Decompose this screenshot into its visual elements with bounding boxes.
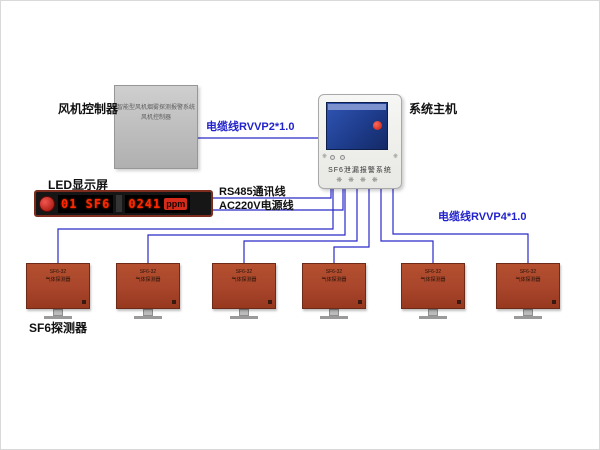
detector-name: 气体探测器 [420, 277, 446, 283]
cable-rs485 [213, 189, 332, 199]
detector-unit-3: SF6-32 气体探测器 [212, 263, 276, 319]
detector-device: SF6-32 气体探测器 [26, 263, 90, 309]
detector-base [320, 316, 348, 319]
detector-base [44, 316, 72, 319]
fan-controller-text-line2: 风机控制器 [140, 115, 171, 121]
detector-model: SF6-32 [424, 269, 442, 275]
detector-device: SF6-32 气体探测器 [116, 263, 180, 309]
fan-controller-text-line1: 智能型风机烟雾探测报警系统 [116, 105, 195, 111]
detector-unit-6: SF6-32 气体探测器 [496, 263, 560, 319]
detector-name: 气体探测器 [135, 277, 161, 283]
detector-stand [53, 309, 63, 316]
cable-host-to-detector-5 [380, 189, 434, 263]
detector-model: SF6-32 [139, 269, 157, 275]
led-display-device: 01 SF6 0241 ppm [34, 190, 213, 217]
cable-host-to-detector-4 [333, 189, 370, 263]
cable-host-to-detector-6 [392, 189, 529, 263]
detector-device: SF6-32 气体探测器 [212, 263, 276, 309]
host-screen-toolbar [328, 104, 386, 110]
led-logo-icon [39, 195, 55, 212]
detector-port [552, 300, 556, 304]
detector-unit-2: SF6-32 气体探测器 [116, 263, 180, 319]
cable-ac220v [213, 189, 344, 211]
detector-stand [143, 309, 153, 316]
system-host-device: ❋ ❋ SF6泄漏报警系统 ❋❋❋❋ [318, 94, 402, 189]
led-divider [116, 195, 123, 212]
cable-host-to-detector-3 [243, 189, 358, 263]
fan-controller-label: 风机控制器 [58, 102, 119, 116]
detector-model: SF6-32 [519, 269, 537, 275]
detector-stand [428, 309, 438, 316]
cable-host-to-detector-1 [57, 189, 334, 263]
host-vent-row: ❋❋❋❋ [336, 177, 384, 184]
detector-stand [239, 309, 249, 316]
detector-name: 气体探测器 [515, 277, 541, 283]
detector-port [172, 300, 176, 304]
led-value-readout: 0241 ppm [125, 194, 191, 213]
cable-label-rvvp2: 电缆线RVVP2*1.0 [206, 121, 295, 133]
host-side-vent-left: ❋ [322, 154, 328, 160]
detector-device: SF6-32 气体探测器 [496, 263, 560, 309]
detector-model: SF6-32 [49, 269, 67, 275]
detector-port [457, 300, 461, 304]
cable-label-rs485: RS485通讯线 [219, 186, 286, 198]
cable-host-to-detector-2 [147, 189, 346, 263]
detector-base [514, 316, 542, 319]
host-screen-logo-icon [373, 121, 382, 130]
host-screen [326, 102, 388, 150]
detector-base [134, 316, 162, 319]
detector-unit-4: SF6-32 气体探测器 [302, 263, 366, 319]
detector-base [230, 316, 258, 319]
sf6-detector-label: SF6探测器 [29, 321, 88, 335]
detector-stand [523, 309, 533, 316]
detector-model: SF6-32 [325, 269, 343, 275]
host-side-vent-right: ❋ [392, 154, 398, 160]
led-value: 0241 [128, 196, 162, 211]
led-channel-readout: 01 SF6 [58, 194, 114, 213]
led-unit-badge: ppm [164, 197, 188, 210]
detector-stand [329, 309, 339, 316]
detector-name: 气体探测器 [45, 277, 71, 283]
fan-controller-device: 智能型风机烟雾探测报警系统 风机控制器 [114, 85, 198, 169]
led-display-label: LED显示屏 [48, 178, 109, 192]
cable-label-ac220v: AC220V电源线 [219, 200, 294, 212]
host-button-1 [330, 155, 335, 160]
detector-name: 气体探测器 [321, 277, 347, 283]
detector-device: SF6-32 气体探测器 [401, 263, 465, 309]
detector-device: SF6-32 气体探测器 [302, 263, 366, 309]
host-title: SF6泄漏报警系统 [328, 167, 392, 174]
cable-label-rvvp4: 电缆线RVVP4*1.0 [438, 211, 527, 223]
system-host-label: 系统主机 [409, 102, 458, 116]
detector-port [358, 300, 362, 304]
detector-port [268, 300, 272, 304]
detector-port [82, 300, 86, 304]
host-button-2 [340, 155, 345, 160]
detector-base [419, 316, 447, 319]
detector-unit-5: SF6-32 气体探测器 [401, 263, 465, 319]
detector-model: SF6-32 [235, 269, 253, 275]
detector-unit-1: SF6-32 气体探测器 [26, 263, 90, 319]
detector-name: 气体探测器 [231, 277, 257, 283]
